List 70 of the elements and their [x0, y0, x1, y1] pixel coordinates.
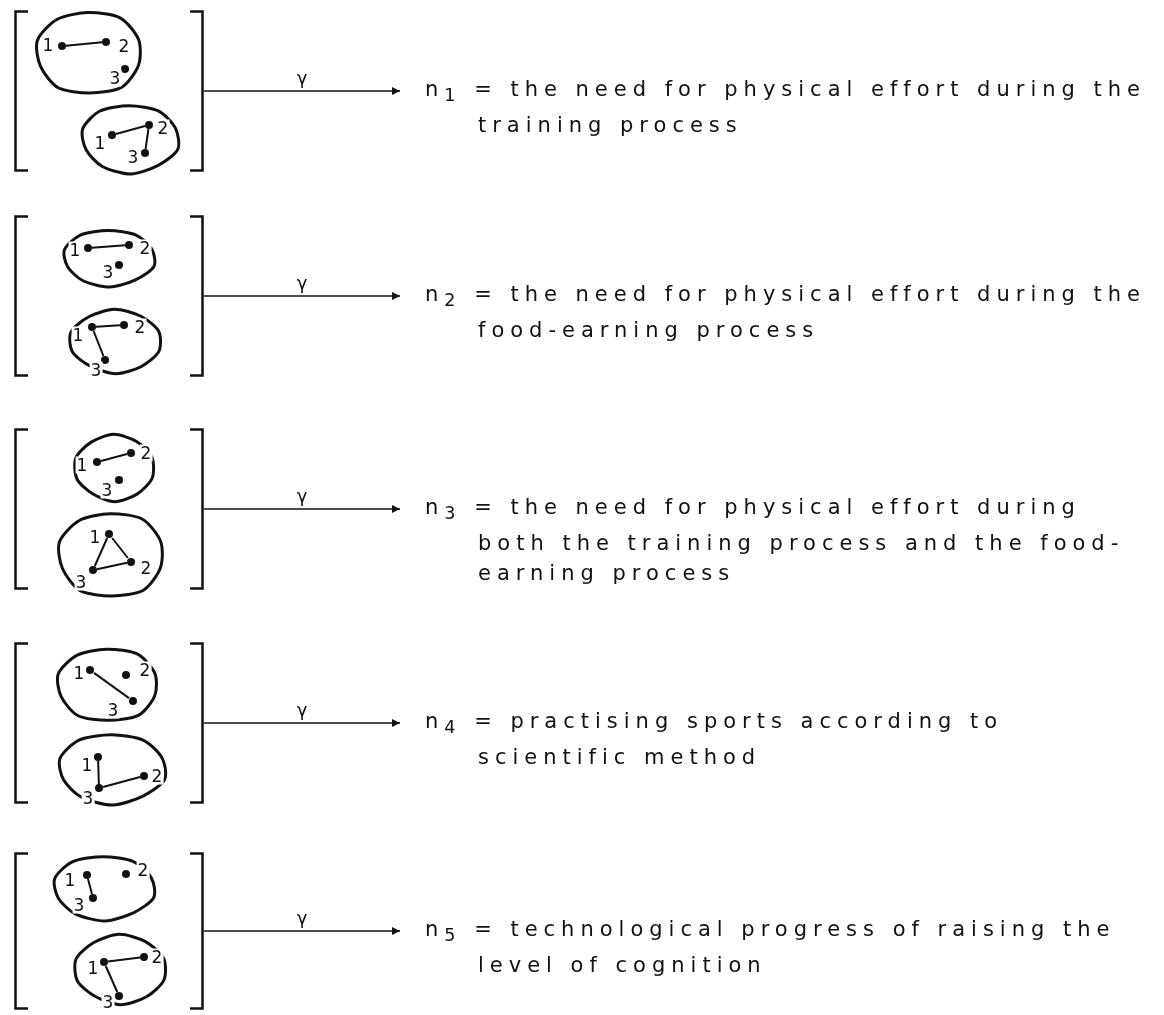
point-number: 1	[86, 959, 100, 977]
point-number: 2	[133, 318, 147, 336]
point-number: 1	[75, 456, 89, 474]
connecting-line	[115, 125, 146, 135]
bracket-frame	[14, 215, 204, 377]
connecting-line	[97, 760, 100, 785]
edge-label: γ	[296, 274, 308, 292]
connecting-line	[92, 330, 105, 357]
connecting-line	[100, 453, 128, 462]
point-number: 1	[72, 664, 86, 682]
arrow	[203, 505, 401, 513]
definition-text: n$_{1}$ = the need for physical effort during the training process	[400, 74, 1163, 141]
edge-label: γ	[296, 69, 308, 87]
point-number: 3	[106, 701, 120, 719]
edge-label: γ	[296, 487, 308, 505]
point-number: 2	[150, 767, 164, 785]
point-number: 2	[139, 559, 153, 577]
connecting-line	[107, 956, 141, 963]
blob-outline	[67, 307, 163, 376]
point-number: 1	[80, 756, 94, 774]
connecting-line	[95, 324, 121, 328]
point-number: 3	[101, 993, 115, 1011]
connecting-line	[65, 41, 103, 47]
blob-outline	[72, 432, 156, 504]
point-number: 3	[89, 361, 103, 379]
point-number: 3	[74, 573, 88, 591]
point-number: 2	[117, 37, 131, 55]
definition-text: n$_{5}$ = technological progress of raising the level of cognition	[400, 914, 1163, 981]
blob-outline	[55, 731, 169, 807]
bracket-frame	[14, 852, 204, 1010]
point-number: 1	[68, 241, 82, 259]
connecting-line	[87, 878, 93, 895]
point-number: 2	[138, 239, 152, 257]
definition-text: n$_{4}$ = practising sports according to scientific method	[400, 706, 1163, 773]
connecting-line	[144, 128, 150, 150]
point-number: 3	[100, 481, 114, 499]
point-number: 1	[88, 528, 102, 546]
point-number: 1	[71, 326, 85, 344]
point-number: 3	[101, 263, 115, 281]
connecting-line	[96, 561, 128, 571]
arrow	[203, 927, 401, 935]
point-number: 1	[41, 36, 55, 54]
arrow	[203, 719, 401, 727]
arrow	[203, 292, 401, 300]
point-number: 3	[81, 789, 95, 807]
arrow	[203, 87, 401, 95]
point-number: 3	[126, 148, 140, 166]
point-number: 1	[93, 134, 107, 152]
blob-outline	[72, 932, 168, 1007]
point-number: 3	[108, 69, 122, 87]
connecting-line	[104, 965, 119, 993]
blob-outline	[50, 853, 158, 923]
connecting-line	[102, 776, 141, 788]
blob-outline	[78, 102, 182, 176]
connecting-line	[93, 537, 109, 567]
point-number: 1	[63, 871, 77, 889]
connecting-line	[111, 537, 129, 559]
point-number: 2	[138, 661, 152, 679]
bracket-frame	[14, 642, 204, 804]
point-number: 2	[150, 948, 164, 966]
point-number: 2	[156, 119, 170, 137]
point-number: 3	[72, 896, 86, 914]
point-number: 2	[139, 444, 153, 462]
definition-text: n$_{3}$ = the need for physical effort during both the training process and the food-earning process	[400, 492, 1163, 589]
edge-label: γ	[296, 909, 308, 927]
blob-outline	[60, 227, 158, 289]
definition-text: n$_{2}$ = the need for physical effort during the food-earning process	[400, 279, 1163, 346]
edge-label: γ	[296, 701, 308, 719]
point-number: 2	[136, 861, 150, 879]
blob-outline	[54, 645, 161, 725]
